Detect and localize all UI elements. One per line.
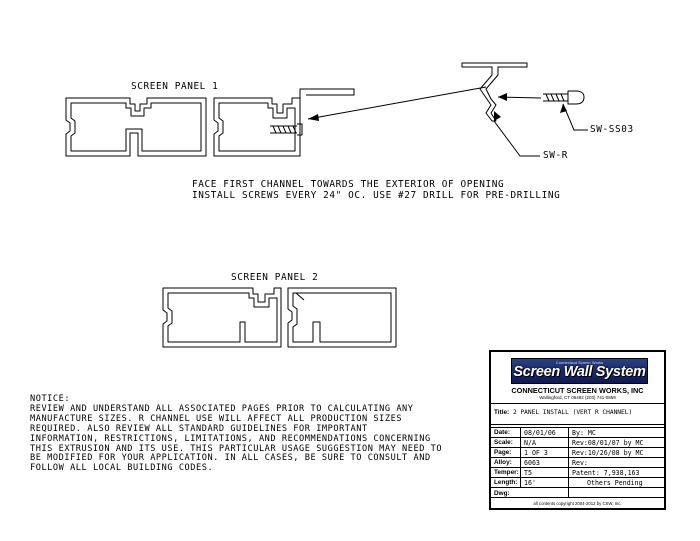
by-value: By: MC: [572, 429, 596, 437]
rev-3-value: Rev:: [572, 459, 588, 467]
company-name: CONNECTICUT SCREEN WORKS, INC: [511, 386, 644, 395]
notice-line: FOLLOW ALL LOCAL BUILDING CODES.: [30, 463, 214, 474]
length-label: Length:: [494, 479, 518, 486]
instruction-line-2: INSTALL SCREWS EVERY 24" OC. USE #27 DRI…: [192, 190, 561, 201]
rev-1-value: Rev:08/01/07 by MC: [572, 439, 644, 447]
copyright-notice: all contents copyright 2004-2012 by CSW,…: [533, 501, 622, 506]
screen-wall-system-logo: Connecticut Screen Works Screen Wall Sys…: [511, 358, 648, 384]
date-label: Date:: [494, 429, 510, 436]
temper-value: T5: [524, 469, 532, 477]
sw-ss03-leader: [562, 103, 588, 131]
notice-line: BE MODIFIED FOR YOUR APPLICATION. IN ALL…: [30, 453, 431, 464]
screen-panel-2-label: SCREEN PANEL 2: [231, 272, 319, 283]
title-value: 2 PANEL INSTALL (VERT R CHANNEL): [513, 409, 633, 416]
installed-screw: [270, 123, 303, 136]
scale-label: Scale:: [494, 439, 513, 446]
notice-line: INFORMATION, RESTRICTIONS, LIMITATIONS, …: [30, 433, 431, 444]
scale-value: N/A: [524, 439, 536, 447]
sw-r-leader: [493, 120, 540, 157]
notice-block: NOTICE: REVIEW AND UNDERSTAND ALL ASSOCI…: [30, 394, 443, 474]
patent-value: Patent: 7,938,163: [572, 469, 640, 477]
notice-heading: NOTICE:: [30, 394, 71, 404]
sw-r-label: SW-R: [543, 150, 568, 161]
r-channel-flange: [299, 88, 355, 98]
sw-ss03-label: SW-SS03: [590, 124, 634, 135]
alloy-label: Alloy:: [494, 459, 512, 466]
notice-line: MANUFACTURE SIZES. R CHANNEL USE WILL AF…: [30, 413, 403, 424]
notice-line: REVIEW AND UNDERSTAND ALL ASSOCIATED PAG…: [30, 403, 414, 414]
rev-2-value: Rev:10/26/08 by MC: [572, 449, 644, 457]
page-value: 1 OF 3: [524, 449, 548, 457]
others-pending-value: Others Pending: [587, 479, 643, 487]
panel-2-right-extrusion: [287, 287, 397, 348]
date-value: 08/01/06: [524, 429, 556, 437]
sw-ss03-screw: [543, 90, 585, 105]
dwg-label: Dwg:: [494, 490, 510, 497]
title-block: Connecticut Screen Works Screen Wall Sys…: [489, 350, 666, 510]
notice-line: REQUIRED. ALSO REVIEW ALL STANDARD GUIDE…: [30, 423, 368, 434]
title-label: Title:: [494, 409, 510, 416]
logo-name: Screen Wall System: [513, 364, 646, 380]
panel-1-left-extrusion: [65, 97, 207, 157]
alloy-value: 6063: [524, 459, 540, 467]
logo-tagline: Connecticut Screen Works: [555, 360, 604, 365]
screen-panel-1-label: SCREEN PANEL 1: [131, 81, 219, 92]
length-value: 16': [524, 479, 536, 487]
page-label: Page:: [494, 449, 512, 456]
notice-line: THIS EXTRUSION AND ITS USE. THIS PARTICU…: [30, 443, 443, 454]
temper-label: Temper:: [494, 469, 519, 476]
panel-2-left-extrusion: [162, 287, 282, 348]
sw-r-section: [461, 62, 528, 122]
company-address: Wallingford, CT 06492 (203) 741-0859: [539, 395, 616, 400]
instruction-line-1: FACE FIRST CHANNEL TOWARDS THE EXTERIOR …: [192, 179, 505, 190]
assembly-arrow: [307, 86, 487, 120]
panel-1-right-extrusion: [213, 97, 301, 157]
